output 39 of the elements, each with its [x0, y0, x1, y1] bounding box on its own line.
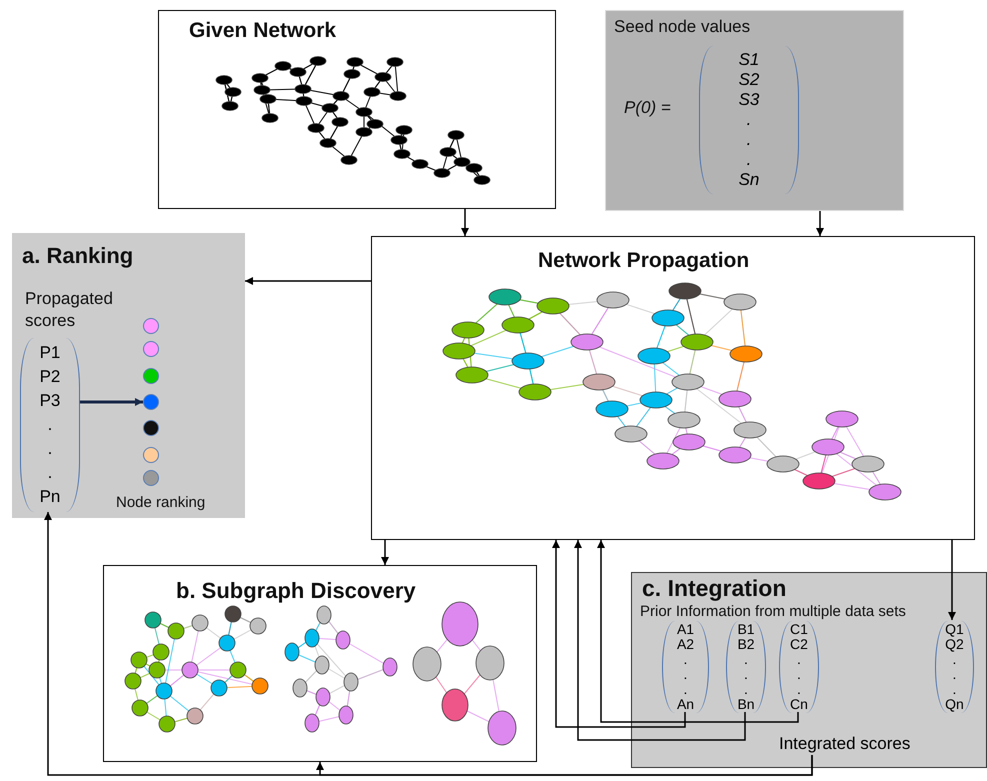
- ranked-node-circle: [143, 470, 159, 486]
- arrow: [816, 211, 824, 236]
- panel-title: Network Propagation: [538, 249, 750, 273]
- panel: [605, 10, 904, 211]
- arrow: [597, 540, 799, 723]
- ranked-node-circle: [143, 368, 159, 384]
- integrated-scores-text: Integrated scores: [779, 734, 924, 756]
- score-vector: P1 P2 P3 . . . Pn: [20, 338, 80, 512]
- arrow: [461, 209, 469, 236]
- score-vector: S1 S2 S3 . . . Sn: [699, 46, 799, 194]
- arrow: [552, 540, 686, 728]
- panel: [631, 572, 987, 768]
- arrow: [80, 398, 143, 406]
- arrow: [948, 540, 956, 620]
- text-label: Propagated scores: [25, 288, 114, 332]
- score-vector: A1 A2 . . . An: [662, 621, 709, 713]
- arrow: [381, 540, 389, 565]
- arrow: [574, 540, 746, 741]
- score-vector: Q1 Q2 . . . Qn: [935, 621, 974, 713]
- panel-subtitle: Prior Information from multiple data sets: [640, 603, 906, 620]
- panel-title: Seed node values: [614, 17, 750, 37]
- panel: [158, 10, 556, 209]
- ranked-node-circle: [143, 318, 159, 334]
- score-vector: C1 C2 . . . Cn: [779, 621, 819, 713]
- score-vector: B1 B2 . . . Bn: [726, 621, 766, 713]
- ranked-node-circle: [143, 394, 159, 410]
- panel-title: c. Integration: [642, 575, 786, 602]
- panel: [12, 233, 245, 518]
- panel-title: a. Ranking: [22, 243, 134, 269]
- text-label: Node ranking: [116, 494, 206, 511]
- ranked-node-circle: [143, 420, 159, 436]
- ranked-node-circle: [143, 341, 159, 357]
- text-label: P(0) =: [624, 98, 671, 118]
- arrow: [245, 277, 371, 285]
- panel: [371, 236, 975, 540]
- arrow: [316, 755, 813, 776]
- ranked-node-circle: [143, 447, 159, 463]
- panel-title: b. Subgraph Discovery: [176, 578, 416, 604]
- panel-title: Given Network: [189, 19, 336, 43]
